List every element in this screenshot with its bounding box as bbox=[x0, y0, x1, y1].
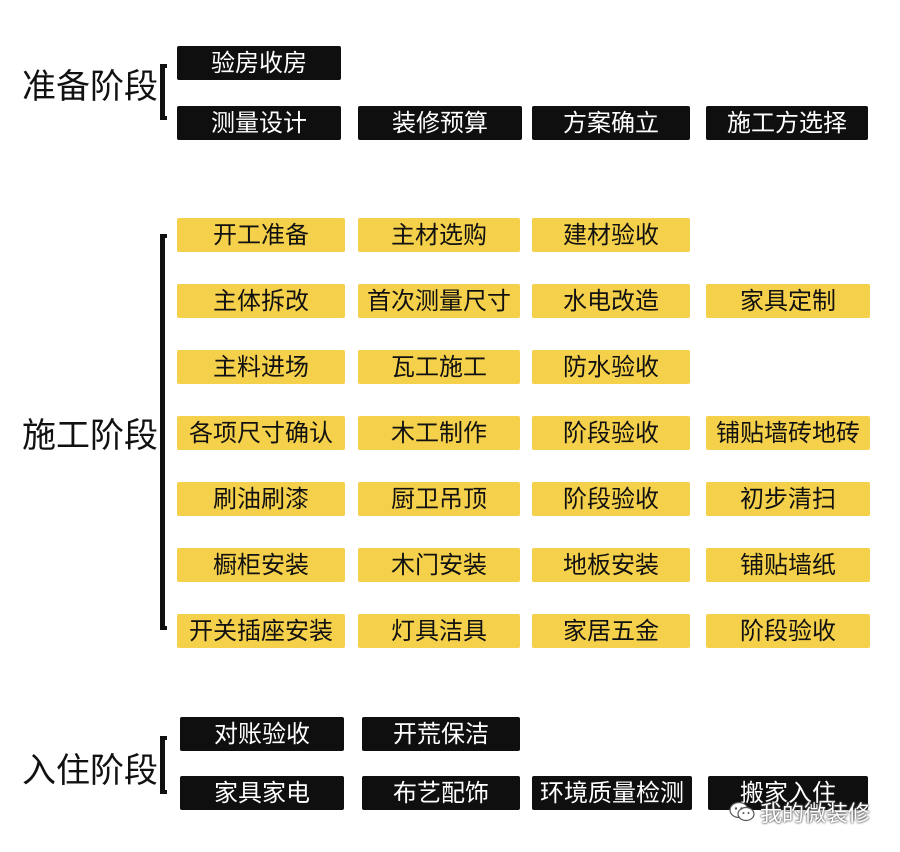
tag-construction-10: 防水验收 bbox=[532, 350, 690, 384]
tag-construction-5: 首次测量尺寸 bbox=[358, 284, 520, 318]
tag-construction-14: 铺贴墙砖地砖 bbox=[706, 416, 870, 450]
tag-move-in-3: 家具家电 bbox=[180, 776, 344, 810]
tag-prepare-2: 测量设计 bbox=[177, 106, 341, 140]
wechat-icon bbox=[728, 800, 756, 824]
tag-construction-26: 阶段验收 bbox=[706, 614, 870, 648]
tag-construction-13: 阶段验收 bbox=[532, 416, 690, 450]
tag-construction-15: 刷油刷漆 bbox=[177, 482, 345, 516]
tag-construction-11: 各项尺寸确认 bbox=[177, 416, 345, 450]
tag-construction-9: 瓦工施工 bbox=[358, 350, 520, 384]
tag-prepare-4: 方案确立 bbox=[532, 106, 690, 140]
tag-construction-17: 阶段验收 bbox=[532, 482, 690, 516]
tag-construction-3: 建材验收 bbox=[532, 218, 690, 252]
watermark-text: 我的微装修 bbox=[760, 802, 871, 827]
bracket-construction bbox=[160, 234, 167, 630]
tag-construction-8: 主料进场 bbox=[177, 350, 345, 384]
tag-construction-24: 灯具洁具 bbox=[358, 614, 520, 648]
tag-move-in-4: 布艺配饰 bbox=[362, 776, 520, 810]
tag-prepare-5: 施工方选择 bbox=[706, 106, 868, 140]
stage-label-construction: 施工阶段 bbox=[22, 416, 158, 456]
tag-construction-21: 地板安装 bbox=[532, 548, 690, 582]
tag-construction-22: 铺贴墙纸 bbox=[706, 548, 870, 582]
tag-construction-19: 橱柜安装 bbox=[177, 548, 345, 582]
tag-construction-20: 木门安装 bbox=[358, 548, 520, 582]
tag-construction-23: 开关插座安装 bbox=[177, 614, 345, 648]
tag-construction-25: 家居五金 bbox=[532, 614, 690, 648]
bracket-prepare bbox=[160, 64, 167, 120]
tag-move-in-5: 环境质量检测 bbox=[532, 776, 692, 810]
tag-construction-12: 木工制作 bbox=[358, 416, 520, 450]
tag-construction-4: 主体拆改 bbox=[177, 284, 345, 318]
watermark: 我的微装修 bbox=[728, 796, 870, 828]
tag-move-in-2: 开荒保洁 bbox=[362, 717, 520, 751]
bracket-move-in bbox=[160, 736, 167, 794]
tag-construction-1: 开工准备 bbox=[177, 218, 345, 252]
tag-construction-18: 初步清扫 bbox=[706, 482, 870, 516]
tag-construction-16: 厨卫吊顶 bbox=[358, 482, 520, 516]
tag-prepare-3: 装修预算 bbox=[358, 106, 522, 140]
tag-prepare-1: 验房收房 bbox=[177, 46, 341, 80]
stage-label-prepare: 准备阶段 bbox=[22, 67, 158, 107]
tag-construction-2: 主材选购 bbox=[358, 218, 520, 252]
tag-construction-7: 家具定制 bbox=[706, 284, 870, 318]
tag-move-in-1: 对账验收 bbox=[180, 717, 344, 751]
stage-label-move-in: 入住阶段 bbox=[22, 751, 158, 791]
tag-construction-6: 水电改造 bbox=[532, 284, 690, 318]
